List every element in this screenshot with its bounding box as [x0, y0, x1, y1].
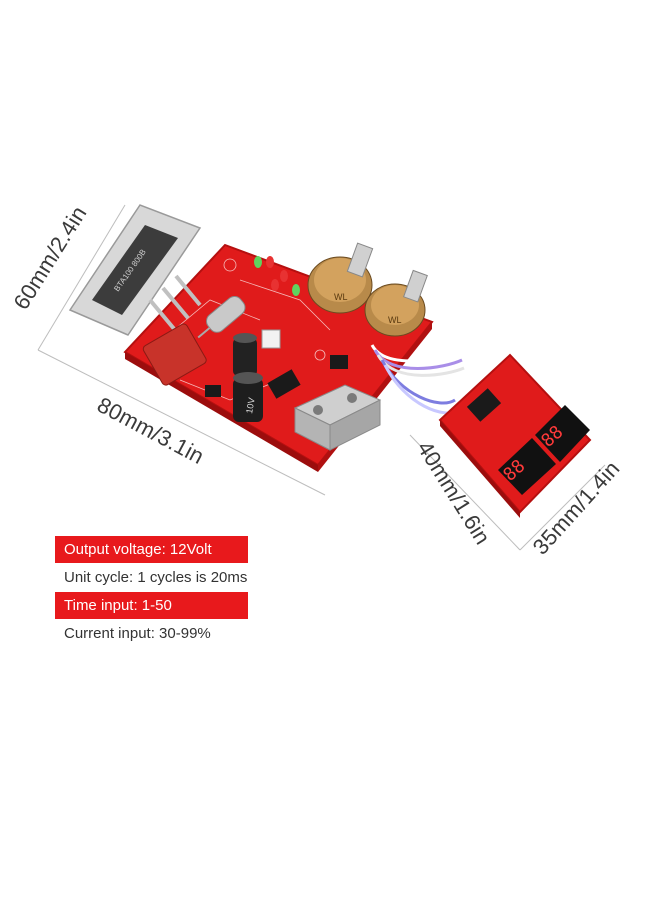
spec-current-input: Current input: 30-99% — [64, 625, 211, 642]
leds — [254, 256, 300, 296]
resistor — [197, 295, 246, 339]
svg-text:WL: WL — [388, 315, 402, 325]
film-capacitor — [142, 323, 207, 386]
spec-time-input: Time input: 1-50 — [55, 592, 248, 619]
spec-output-voltage: Output voltage: 12Volt — [55, 536, 248, 563]
spec-unit-cycle: Unit cycle: 1 cycles is 20ms — [64, 569, 248, 586]
triac-heatsink: BTA100 800B — [68, 204, 202, 336]
potentiometer-1: WL — [307, 242, 374, 314]
display-board: 88 88 — [438, 353, 592, 518]
electrolytic-capacitors: 10V — [233, 329, 281, 422]
svg-text:WL: WL — [334, 292, 348, 302]
svg-text:10V: 10V — [244, 397, 257, 415]
potentiometer-2: WL — [364, 269, 428, 337]
terminal-block — [293, 384, 382, 451]
dimension-lines — [37, 204, 606, 551]
ic-chips — [205, 355, 348, 399]
